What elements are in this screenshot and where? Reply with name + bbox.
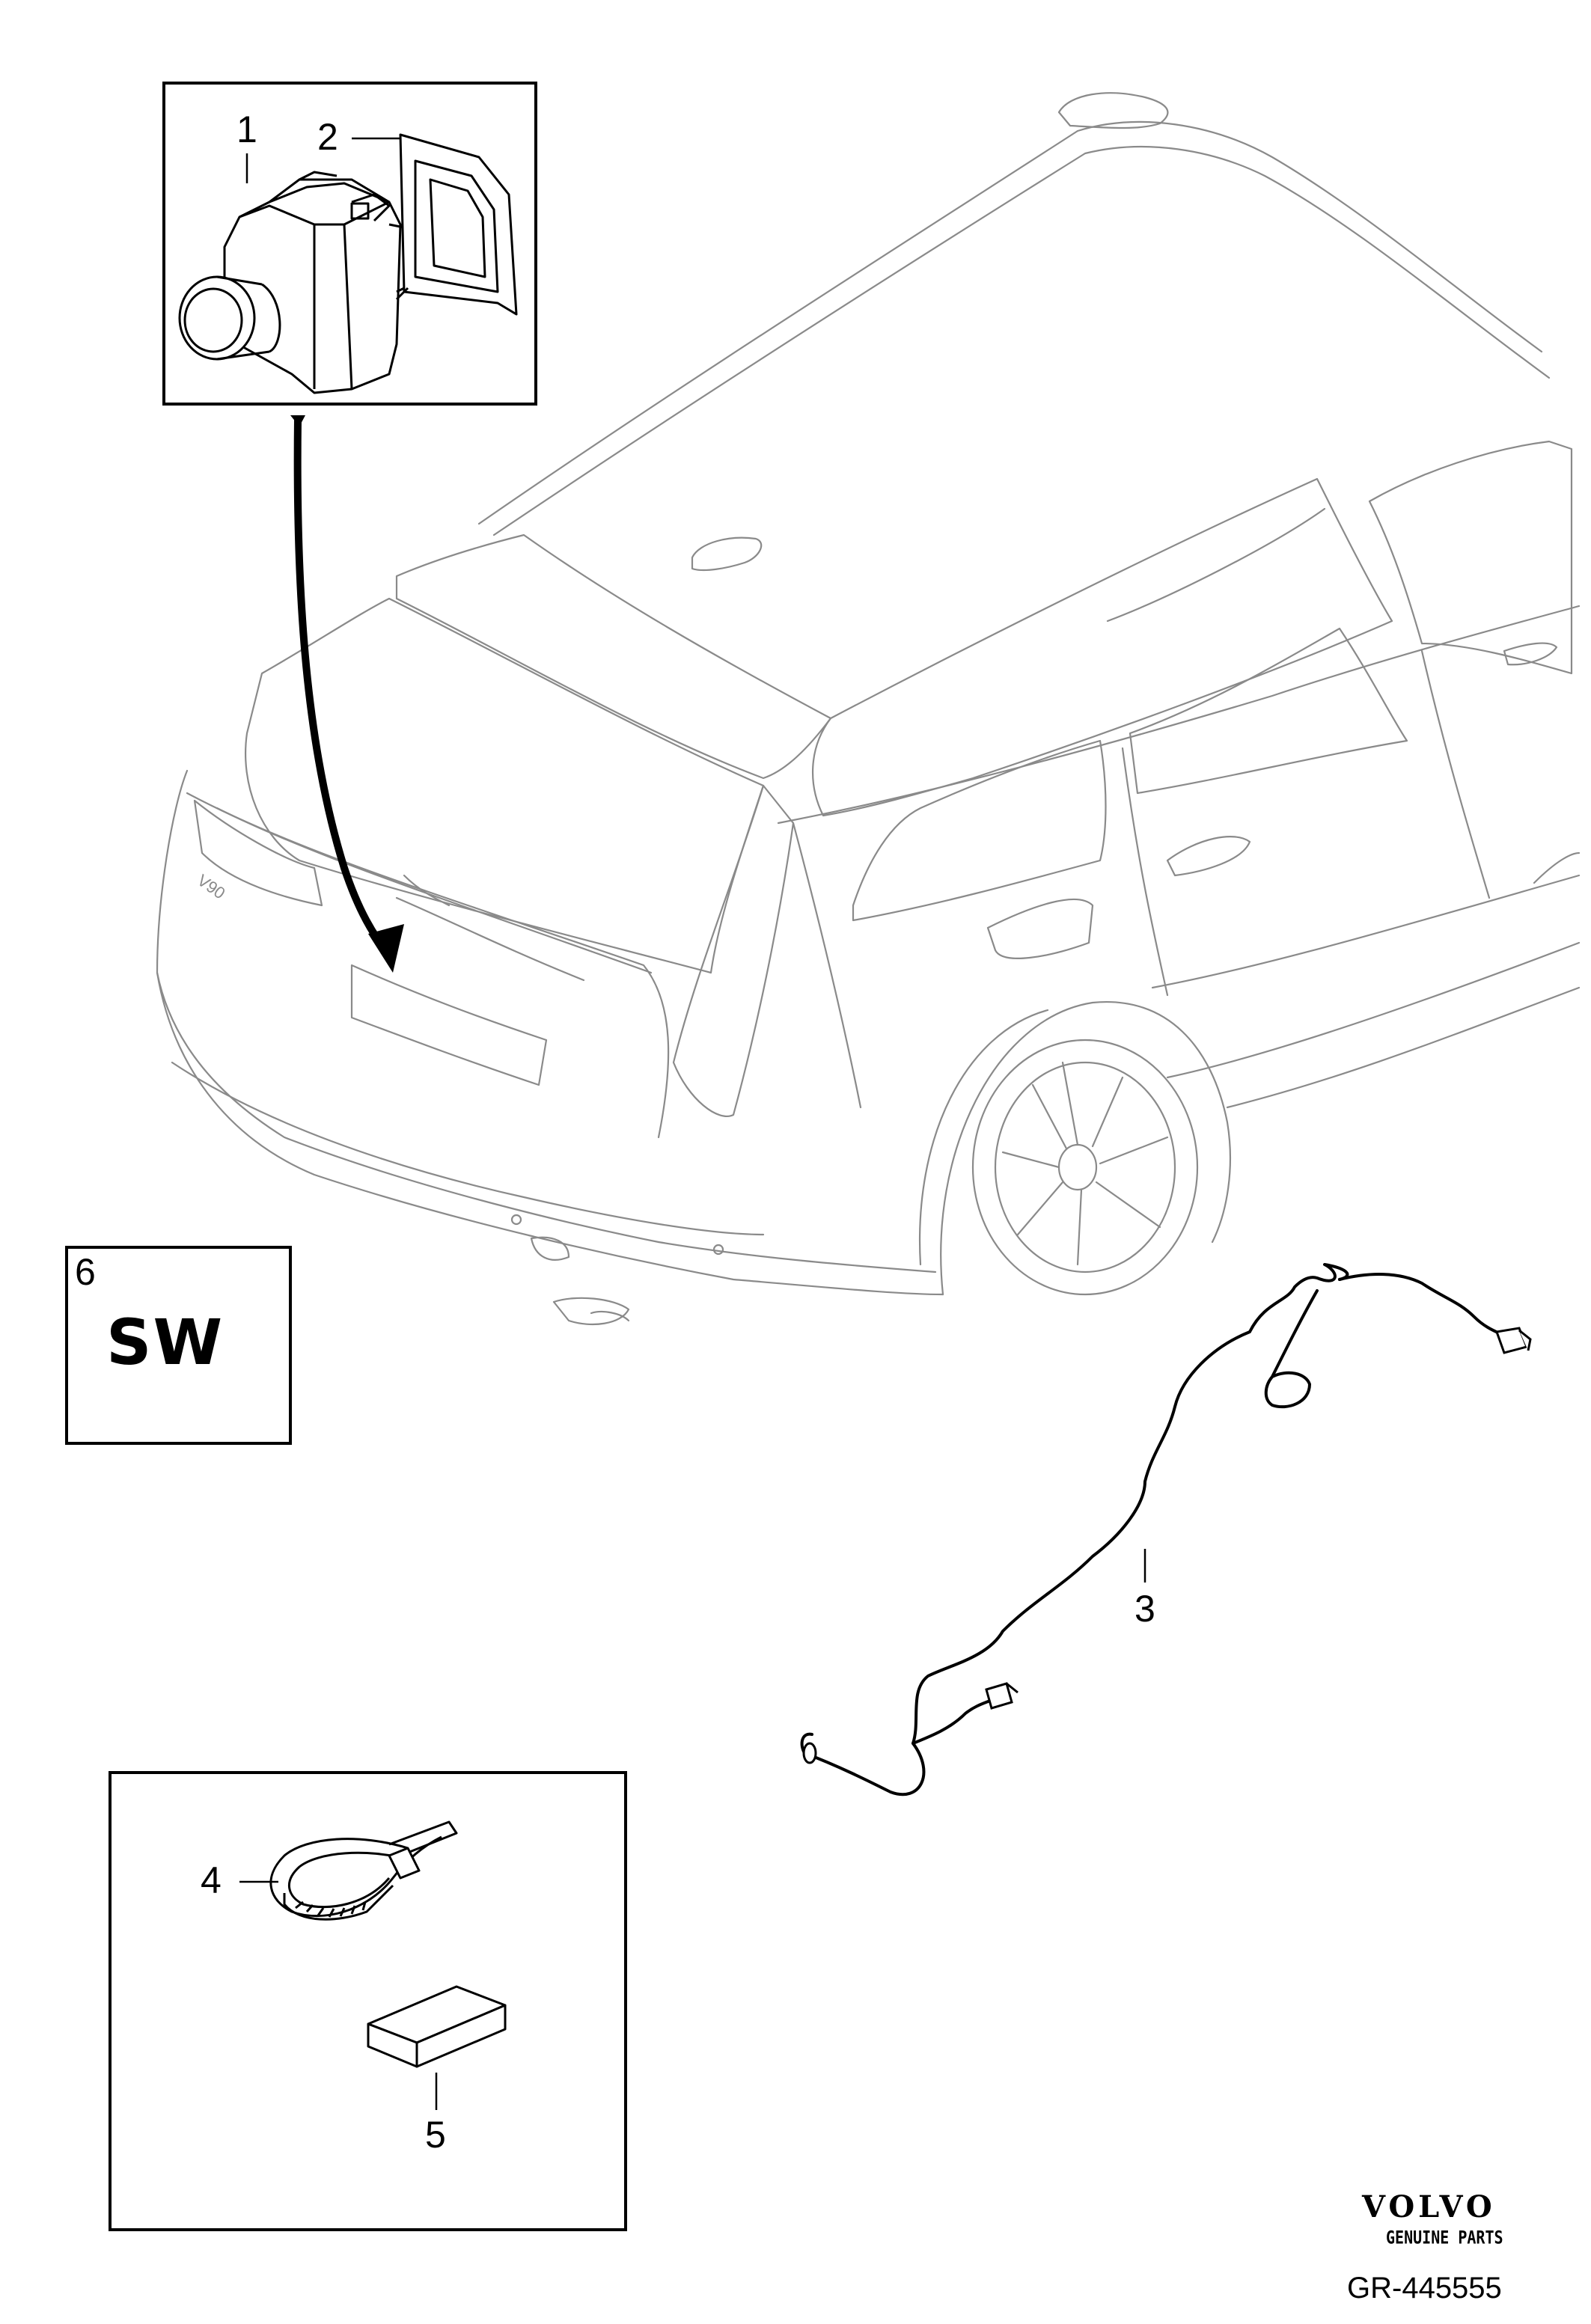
- mounting-arrow: [290, 415, 404, 973]
- callout-2: 2: [317, 116, 338, 158]
- callout-3: 3: [1135, 1588, 1155, 1630]
- brand-logo: VOLVO: [1362, 2189, 1496, 2224]
- brand-subtitle: GENUINE PARTS: [1386, 2226, 1503, 2248]
- figure-code: GR-445555: [1347, 2272, 1502, 2305]
- software-label: SW: [106, 1306, 225, 1379]
- wiring-harness: [800, 1263, 1506, 1796]
- harness-grommet: [802, 1742, 817, 1764]
- car-badge: V90: [194, 871, 228, 903]
- harness-connector-top: [1494, 1327, 1532, 1354]
- accessories-inset-box: [109, 1771, 627, 2231]
- callout-5: 5: [425, 2114, 446, 2156]
- harness-connector-bottom: [985, 1682, 1019, 1710]
- adhesive-pad: [367, 1985, 507, 2068]
- camera-bracket: [395, 133, 518, 316]
- cable-tie: [269, 1820, 458, 1921]
- car-illustration: [156, 92, 1581, 1326]
- callout-1: 1: [236, 108, 257, 150]
- software-box: [65, 1246, 292, 1445]
- callout-4: 4: [201, 1859, 222, 1901]
- rear-camera: [178, 171, 413, 394]
- callout-6: 6: [75, 1251, 96, 1293]
